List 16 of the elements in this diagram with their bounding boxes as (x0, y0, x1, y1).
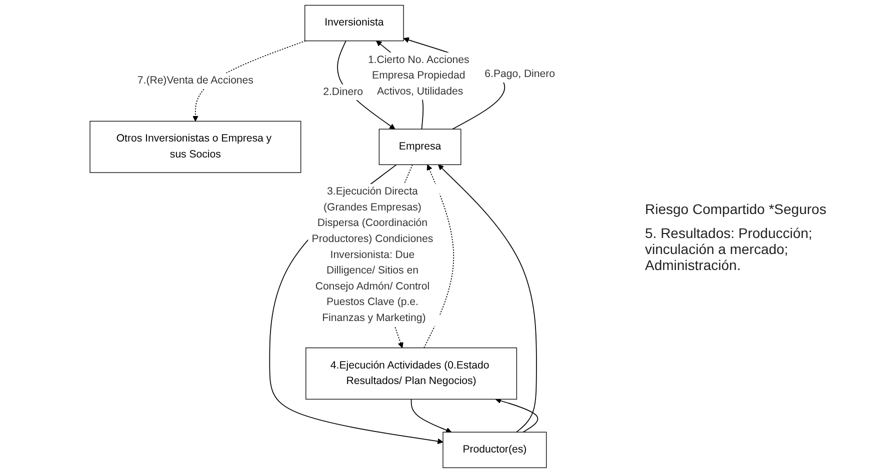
arrow (495, 398, 538, 433)
arrow (438, 164, 537, 433)
edge-label: 3.Ejecución Directa (Grandes Empresas) Dispersa (Coordinación Productores) Condiciones Inversionista: Due Dilligence/ Sitios en Consejo Admón/ Control Puestos Clave (p.e. Finanzas y Marketing) (312, 186, 434, 324)
edge-label: 1.Cierto No. Acciones Empresa Propiedad Activos, Utilidades (368, 54, 470, 98)
arrow (410, 398, 452, 433)
node-box: Empresa (378, 128, 462, 166)
edge-label: 6.Pago, Dinero (484, 68, 555, 80)
arrow (424, 164, 454, 348)
node-box: Inversionista (304, 4, 404, 42)
node-note: 5. Resultados: Producción; vinculación a mercado; Administración. (645, 224, 814, 272)
node-note: Riesgo Compartido *Seguros (645, 200, 828, 216)
node-box: 4.Ejecución Actividades (0.Estado Resultados/ Plan Negocios) (306, 348, 518, 400)
edge-label: 2.Dinero (323, 86, 363, 98)
node-box: Otros Inversionistas o Empresa y sus Socios (90, 120, 302, 173)
node-box: Productor(es) (442, 432, 547, 468)
edge-label: 7.(Re)Venta de Acciones (137, 75, 254, 86)
